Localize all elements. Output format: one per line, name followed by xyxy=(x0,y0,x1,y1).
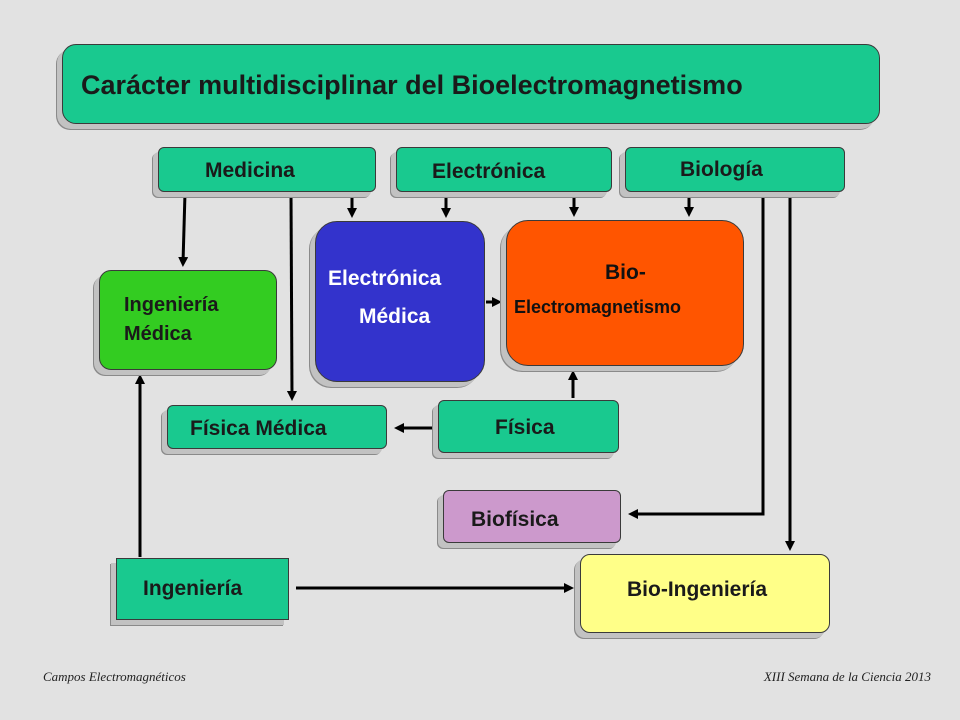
node-bioelectromagnetismo-line2: Electromagnetismo xyxy=(514,297,682,317)
node-electronica: Electrónica xyxy=(396,147,612,192)
node-ingenieria-medica-line2: Médica xyxy=(124,323,192,345)
node-electronica-medica-line1: Electrónica xyxy=(328,267,442,290)
node-medicina-label: Medicina xyxy=(205,159,295,182)
node-fisica-label: Física xyxy=(495,416,555,439)
diagram-title-box: Carácter multidisciplinar del Bioelectro… xyxy=(62,44,880,124)
edge-medicina-to-ingenieria-medica xyxy=(178,192,189,267)
edge-biologia-to-biofisica xyxy=(628,198,765,519)
node-bioelectromagnetismo: Bio- Electromagnetismo xyxy=(506,220,744,366)
node-medicina: Medicina xyxy=(158,147,376,192)
edge-medicina-to-fisica-medica xyxy=(286,192,297,401)
node-biologia-label: Biología xyxy=(680,158,763,181)
node-fisica-medica: Física Médica xyxy=(167,405,387,449)
node-biologia: Biología xyxy=(625,147,845,192)
node-bio-ingenieria-label: Bio-Ingeniería xyxy=(627,578,768,601)
node-electronica-medica-line2: Médica xyxy=(359,305,431,328)
node-ingenieria-label: Ingeniería xyxy=(143,577,243,600)
footer-left-text: Campos Electromagnéticos xyxy=(43,669,186,684)
node-ingenieria-medica: Ingeniería Médica xyxy=(99,270,277,370)
node-bioelectromagnetismo-line1: Bio- xyxy=(605,261,646,284)
node-electronica-label: Electrónica xyxy=(432,160,546,183)
node-ingenieria: Ingeniería xyxy=(116,558,289,620)
node-ingenieria-medica-label: Ingeniería Médica xyxy=(124,291,218,349)
node-ingenieria-medica-line1: Ingeniería xyxy=(124,294,219,316)
footer-right-text: XIII Semana de la Ciencia 2013 xyxy=(763,669,931,684)
node-electronica-medica: Electrónica Médica xyxy=(315,221,485,382)
node-biofisica: Biofísica xyxy=(443,490,621,543)
diagram-title: Carácter multidisciplinar del Bioelectro… xyxy=(81,70,743,100)
node-fisica-medica-label: Física Médica xyxy=(190,417,327,440)
node-fisica: Física xyxy=(438,400,619,453)
node-biofisica-label: Biofísica xyxy=(471,508,559,531)
node-bio-ingenieria: Bio-Ingeniería xyxy=(580,554,830,633)
